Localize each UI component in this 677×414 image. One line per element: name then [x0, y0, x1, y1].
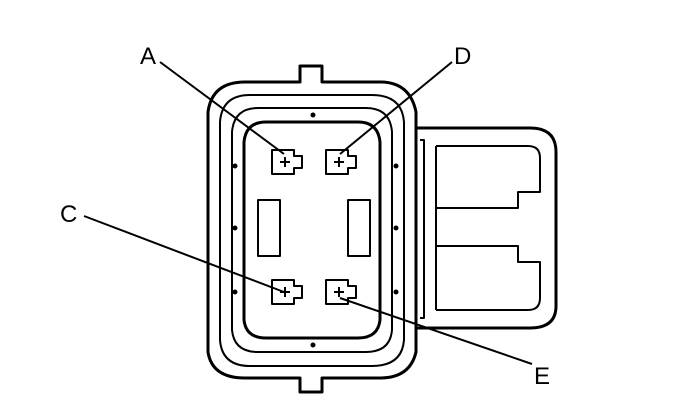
pin-label-a: A	[140, 43, 156, 70]
connector-housing	[206, 64, 418, 394]
pin-label-d: D	[454, 43, 471, 70]
pin-label-c: C	[60, 201, 77, 228]
pin-terminal-a	[271, 149, 303, 175]
pin-label-e: E	[534, 363, 550, 390]
pin-terminal-c	[271, 279, 303, 305]
housing-dots	[232, 112, 399, 348]
pin-terminal-e	[325, 279, 357, 305]
keying-slots	[257, 199, 371, 257]
leader-line-d	[339, 61, 453, 155]
connector-latch	[416, 126, 558, 330]
leader-line-e	[339, 297, 533, 365]
pin-terminal-d	[325, 149, 357, 175]
leader-line-c	[83, 215, 285, 293]
leader-line-a	[159, 61, 285, 155]
